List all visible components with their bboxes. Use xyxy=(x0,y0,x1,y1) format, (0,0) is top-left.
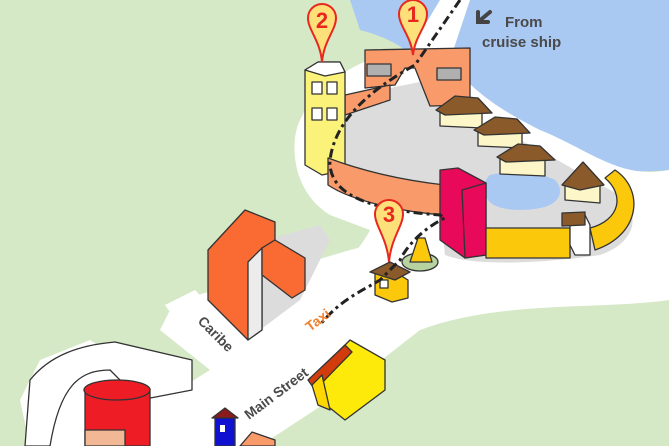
marker-1-number: 1 xyxy=(407,2,419,27)
corner-building xyxy=(239,431,276,446)
marker-3-number: 3 xyxy=(383,202,395,227)
orange-apartment xyxy=(207,209,306,341)
marker-1[interactable]: 1 xyxy=(397,0,429,56)
plaza xyxy=(328,80,633,263)
fountain-kiosk xyxy=(401,237,439,272)
marker-2[interactable]: 2 xyxy=(306,3,338,63)
marker-2-number: 2 xyxy=(316,8,328,33)
yellow-store xyxy=(307,339,386,421)
curved-white-building xyxy=(24,341,193,446)
arrow-down-left-icon xyxy=(476,10,492,24)
yellow-tower xyxy=(304,61,346,176)
huts xyxy=(435,95,605,204)
sea-water-left xyxy=(350,0,395,35)
blue-booth xyxy=(211,407,239,446)
terminal-building xyxy=(344,47,471,116)
taxi-stand xyxy=(369,261,411,303)
yellow-wall xyxy=(485,169,635,259)
pink-building-side xyxy=(461,182,487,259)
lagoon xyxy=(484,172,560,210)
from-label: From xyxy=(505,14,543,31)
caribe-road xyxy=(165,290,260,380)
harbor-road xyxy=(20,0,669,446)
cruise-ship-label: cruise ship xyxy=(482,34,561,51)
from-cruise-ship-label: From cruise ship xyxy=(476,10,561,51)
marker-3[interactable]: 3 xyxy=(373,199,405,263)
gate-roof xyxy=(561,211,586,227)
